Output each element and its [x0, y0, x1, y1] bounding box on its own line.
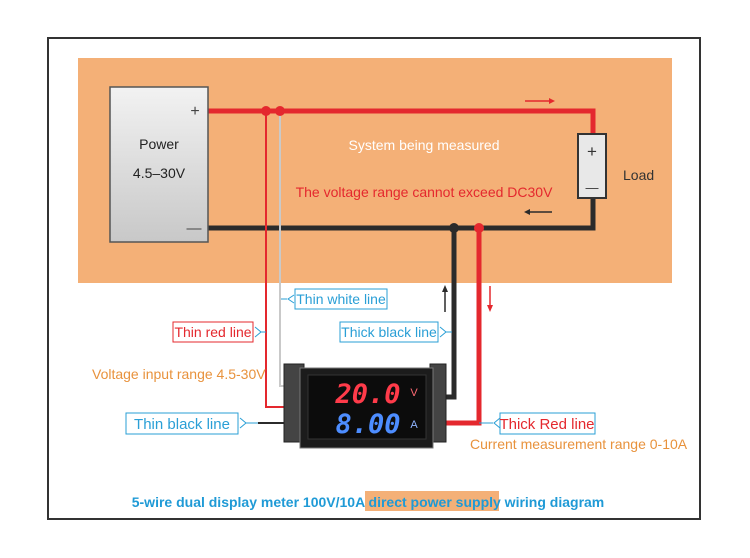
- arrow-up-icon: [442, 285, 448, 312]
- footer-title-highlight: direct power supply: [369, 494, 501, 510]
- callout-thick-red-label: Thick Red line: [499, 416, 594, 433]
- junction-black: [449, 223, 459, 233]
- callout-thick-black: Thick black line: [339, 321, 452, 343]
- load-plus-sign: +: [587, 142, 597, 161]
- voltage-reading: 20.0: [334, 379, 400, 410]
- callout-thin-red-label: Thin red line: [174, 324, 251, 340]
- load-minus-sign: —: [586, 180, 599, 195]
- footer-title-part1: 5-wire dual display meter 100V/10A: [132, 494, 369, 510]
- current-unit: A: [410, 419, 418, 431]
- load-label: Load: [623, 167, 654, 183]
- thick-red-wire-top: [208, 108, 596, 134]
- thick-black-wire-top: [208, 198, 596, 231]
- junction-red-3: [474, 223, 484, 233]
- voltage-unit: V: [410, 387, 418, 399]
- system-label: System being measured: [349, 137, 500, 153]
- callout-thick-black-label: Thick black line: [341, 324, 437, 340]
- junction-red-1: [261, 106, 271, 116]
- current-reading: 8.00: [335, 409, 400, 440]
- callout-thin-white-label: Thin white line: [296, 291, 386, 307]
- callout-thick-red: Thick Red line: [479, 412, 596, 435]
- footer-highlight-bg: [365, 491, 499, 511]
- power-plus-sign: +: [190, 103, 199, 120]
- callout-thin-white: Thin white line: [281, 288, 388, 310]
- arrow-left-icon: [524, 209, 552, 215]
- power-minus-sign: —: [187, 220, 202, 237]
- callout-thin-black-label: Thin black line: [134, 416, 230, 433]
- current-range-note: Current measurement range 0-10A: [470, 436, 688, 452]
- voltage-input-note: Voltage input range 4.5-30V: [92, 366, 266, 382]
- load-box: [577, 133, 607, 199]
- callout-thin-black: Thin black line: [125, 412, 258, 435]
- footer-title: 5-wire dual display meter 100V/10A direc…: [132, 494, 605, 510]
- arrow-down-icon: [487, 286, 493, 312]
- power-title: Power: [139, 136, 179, 152]
- junction-red-2: [275, 106, 285, 116]
- power-range: 4.5–30V: [133, 165, 186, 181]
- callout-thin-red: Thin red line: [172, 321, 266, 343]
- power-supply-box: [109, 86, 209, 243]
- arrow-right-icon: [525, 98, 555, 104]
- voltage-limit-note: The voltage range cannot exceed DC30V: [296, 184, 553, 200]
- footer-title-part2: wiring diagram: [501, 494, 604, 510]
- dual-display-meter: 20.0 V 8.00 A: [283, 363, 447, 449]
